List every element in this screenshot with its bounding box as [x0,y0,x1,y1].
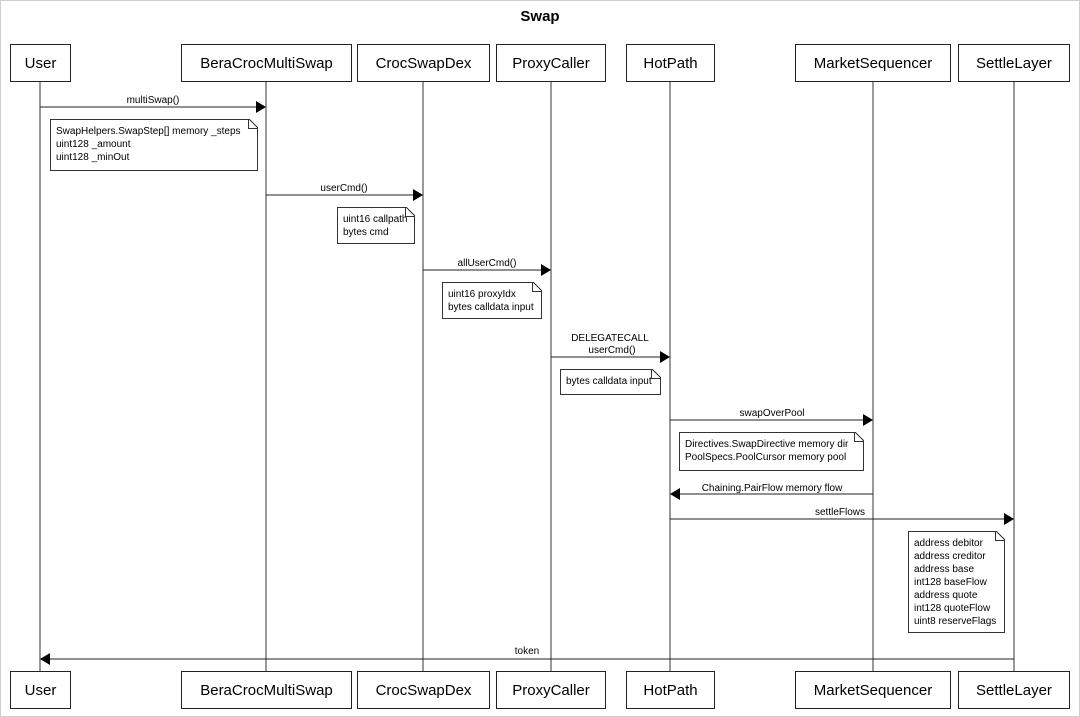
participant-crocswapdex-bottom: CrocSwapDex [357,671,490,709]
message-label-token: token [514,646,540,657]
note-multiswap-params: SwapHelpers.SwapStep[] memory _steps uin… [50,119,258,171]
note-line: SwapHelpers.SwapStep[] memory _steps [56,126,241,137]
note-line: uint128 _amount [56,139,131,150]
participant-beracrocmultiswap-top: BeraCrocMultiSwap [181,44,352,82]
diagram-title: Swap [520,8,560,25]
note-line: PoolSpecs.PoolCursor memory pool [685,452,847,463]
arrowhead-token [40,653,50,665]
note-settleflows-params: address debitor address creditor address… [908,531,1005,633]
participant-marketsequencer-top: MarketSequencer [795,44,951,82]
participant-beracrocmultiswap-bottom: BeraCrocMultiSwap [181,671,352,709]
message-label-delegatecall: DELEGATECALL [571,333,649,344]
note-line: address debitor [914,538,983,549]
message-label-usercmd-delegate: userCmd() [588,345,636,356]
participant-marketsequencer-bottom: MarketSequencer [795,671,951,709]
note-line: address creditor [914,551,986,562]
participant-user-bottom: User [10,671,71,709]
note-allusercmd-params: uint16 proxyIdx bytes calldata input [442,282,542,319]
note-line: address quote [914,590,978,601]
note-swapoverpool-params: Directives.SwapDirective memory dir Pool… [679,432,864,471]
note-line: int128 baseFlow [914,577,987,588]
note-line: uint128 _minOut [56,152,130,163]
note-line: bytes calldata input [566,376,652,387]
arrowhead-multiswap [256,101,266,113]
participant-proxycaller-bottom: ProxyCaller [496,671,606,709]
note-line: uint16 proxyIdx [448,289,516,300]
note-delegatecall-params: bytes calldata input [560,369,661,395]
arrowhead-swapoverpool [863,414,873,426]
participant-settlelayer-bottom: SettleLayer [958,671,1070,709]
arrowhead-delegatecall [660,351,670,363]
arrowhead-settleflows [1004,513,1014,525]
message-label-usercmd: userCmd() [320,183,368,194]
note-line: int128 quoteFlow [914,603,991,614]
note-line: Directives.SwapDirective memory dir [685,439,849,450]
participant-hotpath-bottom: HotPath [626,671,715,709]
note-line: bytes calldata input [448,302,534,313]
message-label-pairflow: Chaining.PairFlow memory flow [701,483,843,494]
note-line: address base [914,564,975,575]
message-label-settleflows: settleFlows [814,507,866,518]
participant-proxycaller-top: ProxyCaller [496,44,606,82]
arrowhead-usercmd [413,189,423,201]
message-label-swapoverpool: swapOverPool [739,408,805,419]
participant-hotpath-top: HotPath [626,44,715,82]
arrowhead-pairflow [670,488,680,500]
participant-crocswapdex-top: CrocSwapDex [357,44,490,82]
participant-settlelayer-top: SettleLayer [958,44,1070,82]
message-label-allusercmd: allUserCmd() [457,258,517,269]
note-line: uint16 callpath [343,214,408,225]
note-usercmd-params: uint16 callpath bytes cmd [337,207,415,244]
participant-user-top: User [10,44,71,82]
arrowhead-allusercmd [541,264,551,276]
note-line: bytes cmd [343,227,389,238]
message-label-multiswap: multiSwap() [126,95,180,106]
note-line: uint8 reserveFlags [914,616,997,627]
